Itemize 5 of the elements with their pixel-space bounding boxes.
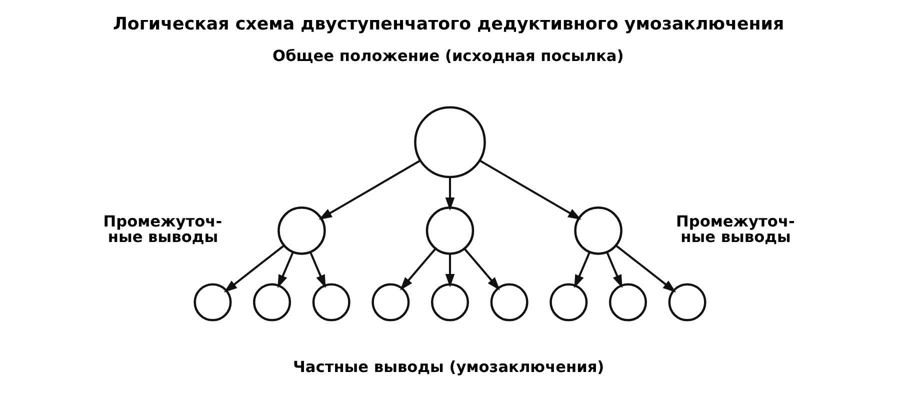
node-label: Общее положение (исходная посылка) <box>272 46 624 65</box>
diagram-title: Логическая схема двуступенчатого дедуктивного умозаключения <box>112 14 784 34</box>
node-label: Промежуточ- ные выводы <box>676 212 795 246</box>
label: Частные выводы (умозаключения) <box>293 358 604 376</box>
node-label: Промежуточ- ные выводы <box>103 212 222 246</box>
